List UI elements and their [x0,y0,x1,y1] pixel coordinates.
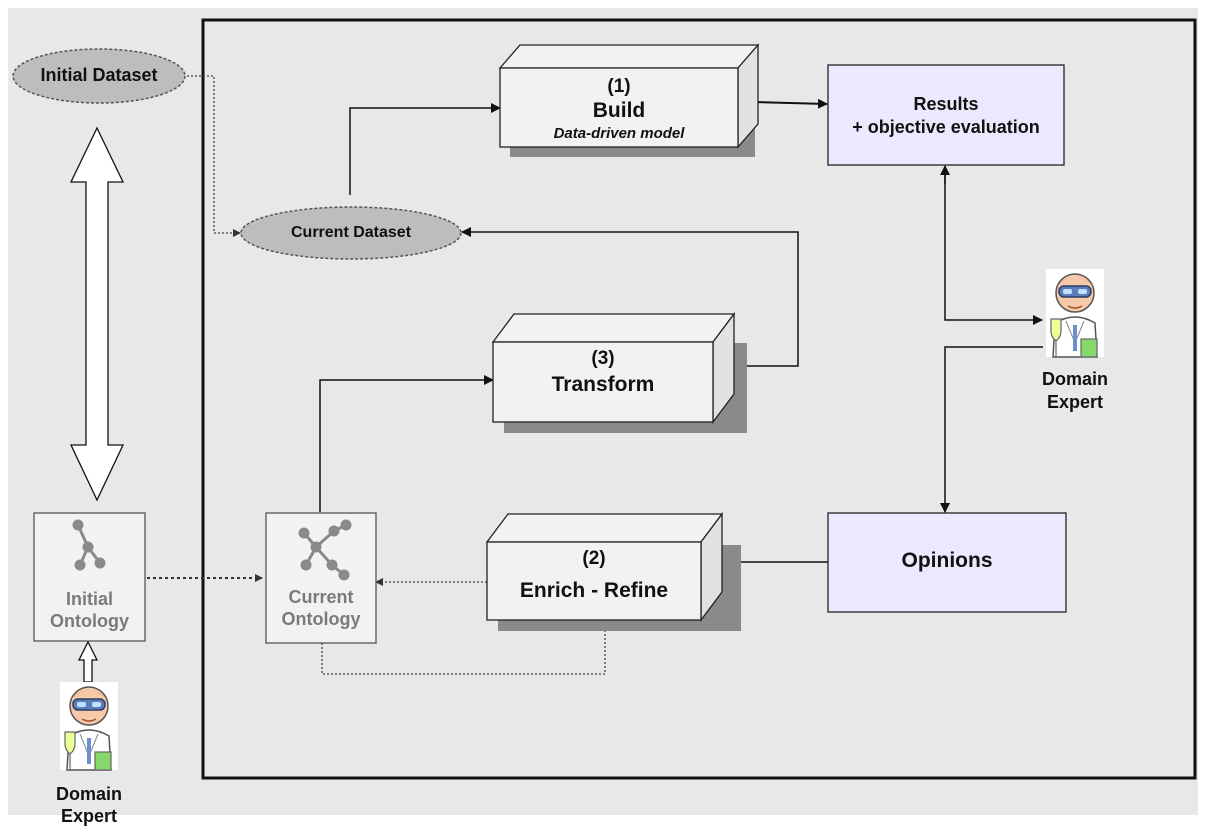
expert-left-line2: Expert [60,806,118,826]
build-box [498,43,760,157]
connector-build-to-results [754,98,828,109]
results-box [827,64,1065,166]
opinions-label: Opinions [901,549,993,572]
transform-box [491,312,747,433]
expert-right-line2: Expert [1046,392,1104,412]
build-title: Build [592,99,646,122]
current-ontology-line2: Ontology [281,609,361,629]
current-ontology-line1: Current [288,587,354,607]
connector-transform-to-dataset [461,227,799,367]
results-line1: Results [913,94,979,114]
double-arrow-dataset-ontology [69,126,125,502]
connector-ontology-to-transform [319,375,494,512]
initial-dataset-ellipse [12,48,186,104]
initial-ontology-line1: Initial [65,589,113,609]
results-line2: + objective evaluation [852,117,1040,137]
build-subtitle: Data-driven model [553,125,685,142]
domain-expert-left-icon [59,681,119,771]
current-dataset-label: Current Dataset [290,224,412,241]
transform-number: (3) [591,348,615,369]
enrich-title: Enrich - Refine [519,579,669,602]
connector-expert-to-opinions [940,346,1043,513]
connector-results-to-expert [944,175,1043,325]
connector-dataset-to-build [349,103,501,195]
current-dataset-ellipse [240,206,462,260]
initial-dataset-label: Initial Dataset [40,65,158,85]
connector-ontology-to-enrich [321,612,609,675]
initial-ontology-box [33,512,146,642]
expert-right-line1: Domain [1041,369,1108,389]
expert-left-line1: Domain [55,784,122,804]
initial-ontology-line2: Ontology [50,611,129,631]
enrich-box [485,512,741,631]
enrich-number: (2) [582,548,606,569]
connector-initial-to-current-dataset [183,75,241,237]
transform-title: Transform [551,373,655,396]
opinions-box [827,512,1067,613]
current-ontology-box [265,512,377,644]
domain-expert-right-icon [1045,268,1105,358]
build-number: (1) [607,76,631,97]
